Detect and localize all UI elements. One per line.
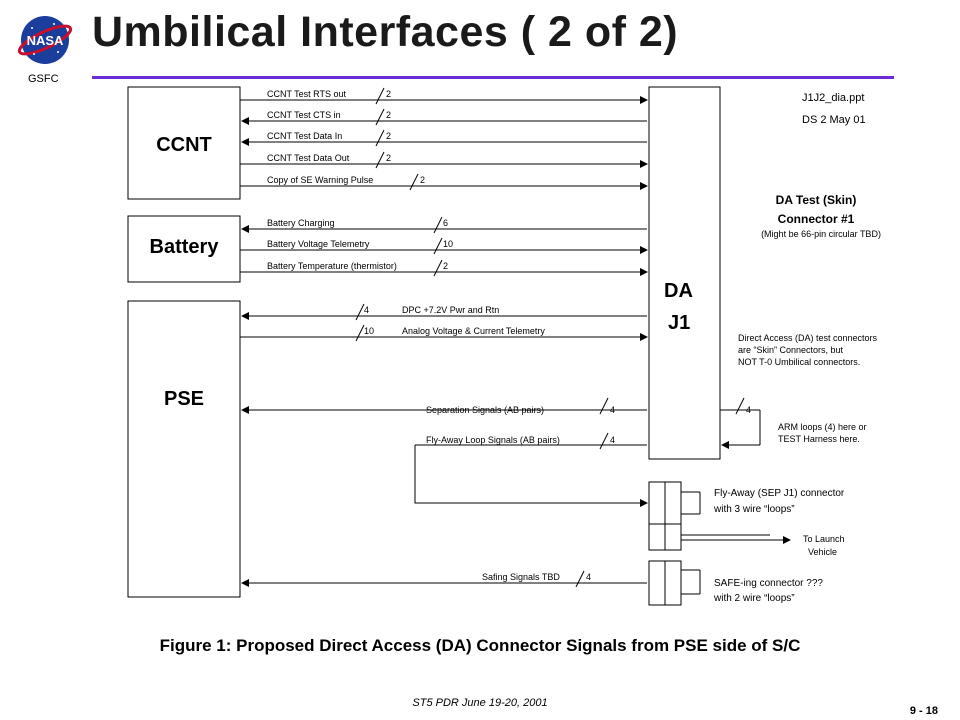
da-j1-block xyxy=(648,86,721,460)
pse-block xyxy=(127,300,241,598)
direct-access-note-2: are “Skin” Connectors, but xyxy=(738,345,844,355)
signal-count: 2 xyxy=(420,175,426,185)
launch-vehicle-2: Vehicle xyxy=(808,547,838,557)
signal-count: 2 xyxy=(443,261,449,271)
j1-label: J1 xyxy=(668,312,691,334)
author-date: DS 2 May 01 xyxy=(802,114,866,126)
safe-note-1: SAFE-ing connector ??? xyxy=(714,578,823,589)
signal-count: 2 xyxy=(386,89,392,99)
signal-count: 10 xyxy=(364,326,375,336)
safe-connector-right xyxy=(664,560,682,606)
signal-label: Battery Temperature (thermistor) xyxy=(267,261,397,271)
connector-title-1: DA Test (Skin) xyxy=(775,193,857,207)
safe-connector-left xyxy=(648,560,666,606)
logo-text: NASA xyxy=(27,33,64,48)
arm-count: 4 xyxy=(746,405,752,415)
signal-count: 10 xyxy=(443,239,454,249)
wire-flyaway-route xyxy=(414,445,648,507)
org-label: GSFC xyxy=(28,73,59,85)
signal-label: Analog Voltage & Current Telemetry xyxy=(402,326,545,336)
flyaway-connector-left xyxy=(648,481,666,525)
signal-label: CCNT Test RTS out xyxy=(267,89,347,99)
signal-label: Fly-Away Loop Signals (AB pairs) xyxy=(426,435,560,445)
signal-count: 2 xyxy=(386,110,392,120)
signal-count: 2 xyxy=(386,153,392,163)
signal-label: CCNT Test Data In xyxy=(267,131,343,141)
signal-label: CCNT Test Data Out xyxy=(267,153,350,163)
arm-note-1: ARM loops (4) here or xyxy=(778,422,867,432)
footer-event: ST5 PDR June 19-20, 2001 xyxy=(412,697,548,709)
pse-label: PSE xyxy=(163,388,205,410)
safe-note-2: with 2 wire “loops” xyxy=(714,593,795,604)
connector-title-2: Connector #1 xyxy=(777,212,855,226)
signal-count: 2 xyxy=(386,131,392,141)
page-title: Umbilical Interfaces ( 2 of 2) xyxy=(92,8,679,56)
figure-caption: Figure 1: Proposed Direct Access (DA) Co… xyxy=(159,636,801,655)
signal-count: 4 xyxy=(610,405,616,415)
direct-access-note-1: Direct Access (DA) test connectors xyxy=(738,333,878,343)
battery-label: Battery xyxy=(149,236,219,258)
signal-label: Battery Charging xyxy=(267,218,335,228)
connector-subtitle: (Might be 66-pin circular TBD) xyxy=(761,229,881,239)
signal-count: 6 xyxy=(443,218,449,228)
file-name: J1J2_dia.ppt xyxy=(802,92,865,104)
signal-label: Separation Signals (AB pairs) xyxy=(426,405,545,415)
signal-label: Safing Signals TBD xyxy=(482,572,560,582)
signal-label: Copy of SE Warning Pulse xyxy=(267,175,374,185)
flyaway-note-2: with 3 wire “loops” xyxy=(714,504,795,515)
signal-count: 4 xyxy=(610,435,616,445)
ccnt-block xyxy=(127,86,241,200)
signal-label: Battery Voltage Telemetry xyxy=(267,239,370,249)
signal-label: CCNT Test CTS in xyxy=(267,110,341,120)
nasa-logo: NASA xyxy=(17,16,73,64)
battery-block xyxy=(127,215,241,283)
flyaway-connector-right xyxy=(664,481,682,525)
direct-access-note-3: NOT T-0 Umbilical connectors. xyxy=(738,357,861,367)
launch-vehicle-1: To Launch xyxy=(803,534,845,544)
signal-label: DPC +7.2V Pwr and Rtn xyxy=(402,305,500,315)
signal-count: 4 xyxy=(586,572,592,582)
signal-count: 4 xyxy=(364,305,370,315)
title-rule xyxy=(92,76,894,79)
flyaway-note-1: Fly-Away (SEP J1) connector xyxy=(714,488,845,499)
arm-note-2: TEST Harness here. xyxy=(778,434,860,444)
page-number: 9 - 18 xyxy=(909,705,938,717)
ccnt-label: CCNT xyxy=(156,134,212,156)
da-label: DA xyxy=(664,280,693,302)
